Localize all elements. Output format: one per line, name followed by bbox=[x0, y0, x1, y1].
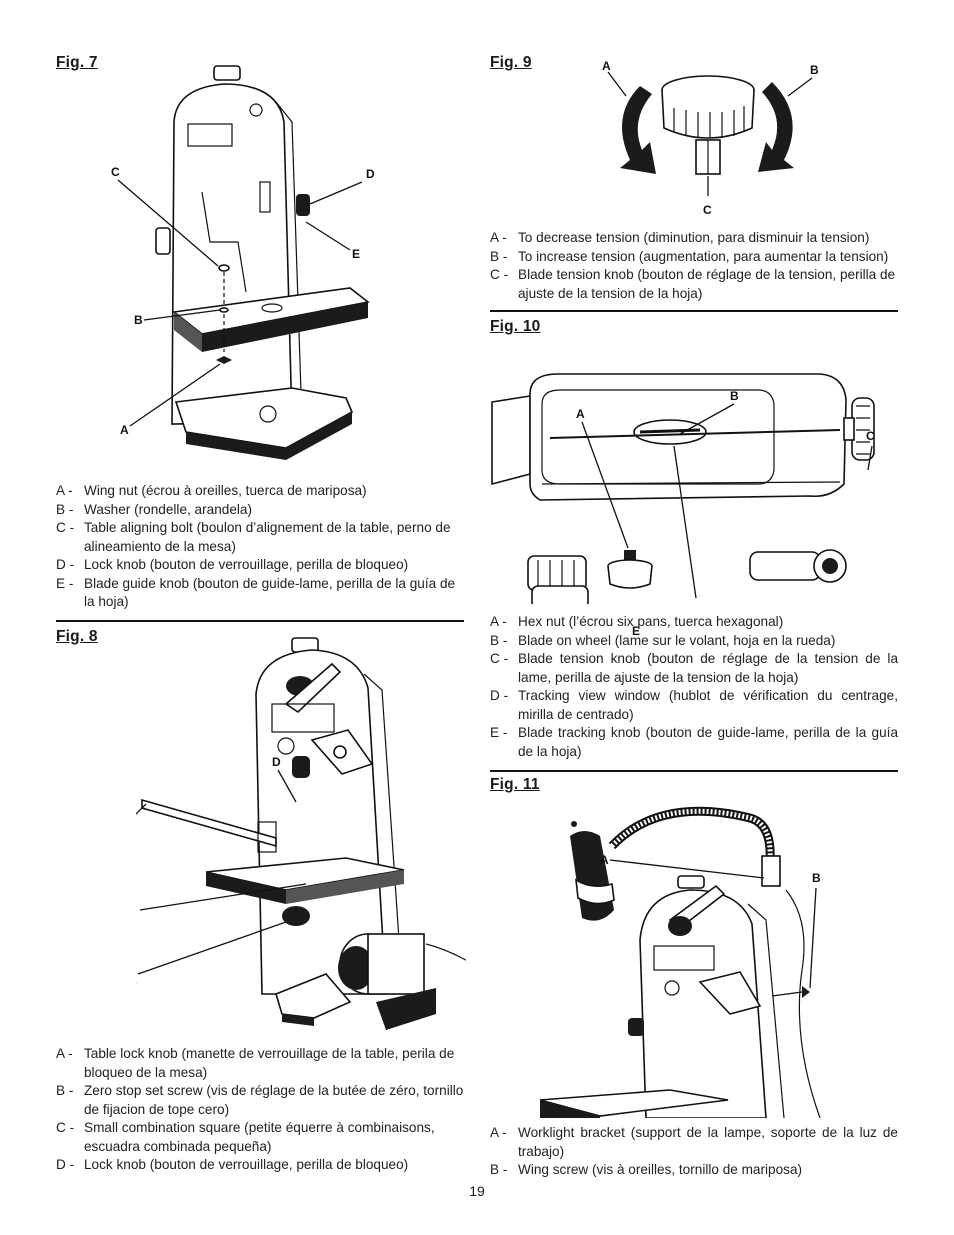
section-divider bbox=[56, 620, 464, 622]
fig10-legend-item: D -Tracking view window (hublot de vérif… bbox=[490, 688, 898, 722]
fig10-legend-item: A -Hex nut (l’écrou six pans, tuerca hex… bbox=[490, 614, 784, 629]
section-divider bbox=[490, 770, 898, 772]
fig11-worklight bbox=[570, 831, 614, 921]
fig10-callout-a: A bbox=[576, 407, 585, 421]
fig8-legend-item: D -Lock knob (bouton de verrouillage, pe… bbox=[56, 1157, 409, 1172]
fig7-table-bolt bbox=[218, 264, 230, 272]
fig8-legend: A -Table lock knob (manette de verrouill… bbox=[56, 1045, 464, 1175]
fig8-lock-knob bbox=[292, 756, 310, 778]
fig8-legend-item: B -Zero stop set screw (vis de réglage d… bbox=[56, 1083, 464, 1117]
fig7-callout-b: B bbox=[134, 313, 143, 327]
fig9-legend: A -To decrease tension (diminution, para… bbox=[490, 229, 898, 303]
fig8-legend-item: A -Table lock knob (manette de verrouill… bbox=[56, 1046, 455, 1080]
fig7-legend-item: A -Wing nut (écrou à oreilles, tuerca de… bbox=[56, 483, 367, 498]
fig7-wing-nut bbox=[216, 356, 232, 364]
page-number: 19 bbox=[469, 1183, 485, 1199]
fig8-callout-d: D bbox=[272, 755, 281, 769]
fig7-legend: A -Wing nut (écrou à oreilles, tuerca de… bbox=[56, 482, 464, 612]
fig8-table-lock-knob bbox=[282, 906, 310, 926]
fig7-callout-c: C bbox=[111, 165, 120, 179]
fig10-legend: A -Hex nut (l’écrou six pans, tuerca hex… bbox=[490, 613, 898, 761]
fig11-legend-item: B -Wing screw (vis à oreilles, tornillo … bbox=[490, 1162, 803, 1177]
fig7-legend-item: D -Lock knob (bouton de verrouillage, pe… bbox=[56, 557, 409, 572]
fig10-callout-e: E bbox=[632, 624, 641, 638]
fig11-illustration: A B bbox=[540, 800, 880, 1118]
fig9-title: Fig. 9 bbox=[490, 54, 532, 71]
fig11-saw-frame bbox=[639, 889, 767, 1118]
fig9-increase-arrow bbox=[758, 82, 794, 172]
fig7-lock-knob bbox=[296, 194, 310, 216]
fig11-title: Fig. 11 bbox=[490, 776, 540, 793]
fig8-legend-item: C -Small combination square (petite éque… bbox=[56, 1120, 435, 1154]
fig7-callout-a: A bbox=[120, 423, 129, 437]
fig10-legend-item: C -Blade tension knob (bouton de réglage… bbox=[490, 651, 898, 685]
fig7-legend-item: E -Blade guide knob (bouton de guide-lam… bbox=[56, 575, 456, 610]
fig9-callout-c: C bbox=[703, 203, 712, 217]
fig9-callout-a: A bbox=[602, 59, 611, 73]
fig10-callout-c: C bbox=[866, 429, 875, 443]
fig8-illustration: D C B A bbox=[136, 634, 466, 1044]
fig8-combination-square bbox=[141, 798, 277, 848]
fig8-title: Fig. 8 bbox=[56, 628, 98, 645]
fig7-callout-e: E bbox=[352, 247, 360, 261]
fig10-legend-item: E -Blade tracking knob (bouton de guide-… bbox=[490, 725, 898, 759]
fig8-callout-b: B bbox=[136, 905, 137, 919]
fig11-legend: A -Worklight bracket (support de la lamp… bbox=[490, 1124, 898, 1180]
fig7-illustration: C D E B A bbox=[106, 62, 426, 472]
fig7-legend-item: C -Table aligning bolt (boulon d’alignem… bbox=[56, 520, 451, 554]
section-divider bbox=[490, 310, 898, 312]
fig10-illustration: A B C D E bbox=[490, 334, 898, 638]
fig11-callout-a: A bbox=[600, 853, 609, 867]
fig9-decrease-arrow bbox=[620, 86, 656, 174]
fig9-legend-item: A -To decrease tension (diminution, para… bbox=[490, 230, 870, 245]
fig10-callout-b: B bbox=[730, 389, 739, 403]
fig7-top-knob bbox=[213, 65, 241, 81]
fig7-washer bbox=[219, 307, 229, 313]
fig11-callout-b: B bbox=[812, 871, 821, 885]
fig7-legend-item: B -Washer (rondelle, arandela) bbox=[56, 501, 252, 517]
fig9-legend-item: C -Blade tension knob (bouton de réglage… bbox=[490, 267, 896, 301]
fig9-legend-item: B -To increase tension (augmentation, pa… bbox=[490, 248, 889, 264]
fig9-illustration: A B C bbox=[590, 56, 830, 221]
fig11-worklight-bracket bbox=[761, 855, 781, 887]
fig10-blade bbox=[549, 429, 841, 439]
fig8-callout-a: A bbox=[136, 973, 137, 987]
fig10-title: Fig. 10 bbox=[490, 318, 541, 335]
fig9-callout-b: B bbox=[810, 63, 819, 77]
fig7-callout-d: D bbox=[366, 167, 375, 181]
fig7-title: Fig. 7 bbox=[56, 54, 98, 71]
fig10-legend-item: B -Blade on wheel (lame sur le volant, h… bbox=[490, 632, 836, 648]
fig11-wing-screw bbox=[802, 986, 810, 998]
fig11-legend-item: A -Worklight bracket (support de la lamp… bbox=[490, 1125, 898, 1159]
